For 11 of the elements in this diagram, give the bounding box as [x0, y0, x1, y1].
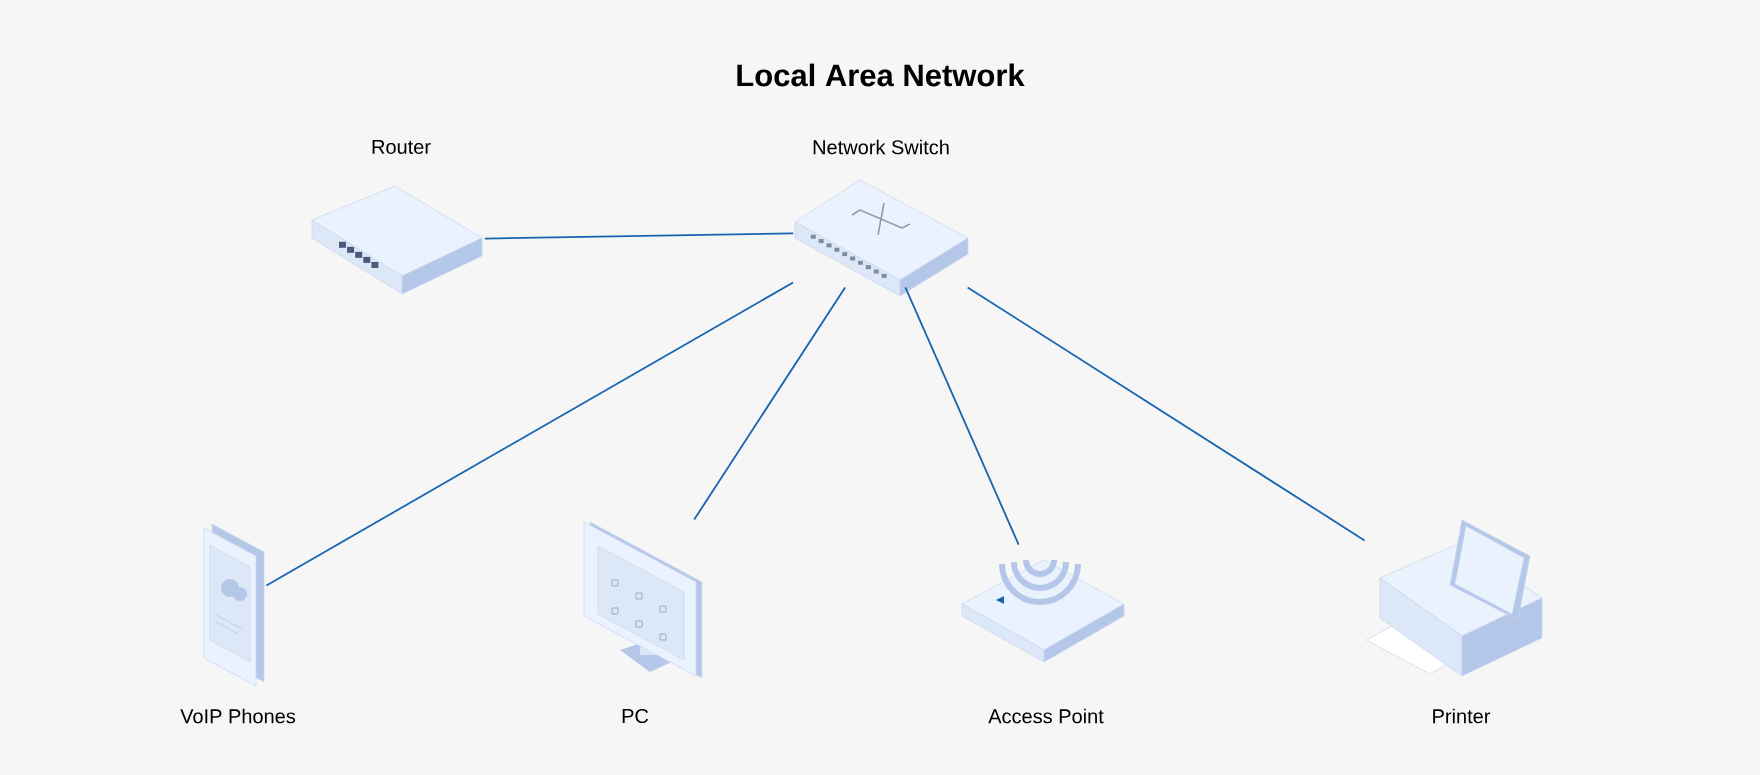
device-label: Printer: [1433, 708, 1491, 724]
connection-line: [693, 286, 846, 521]
connection-line: [484, 232, 794, 240]
device-label: VoIP Phones: [180, 708, 296, 724]
title: Local Area Network: [737, 63, 1025, 87]
connection-line: [966, 286, 1366, 542]
device-label: Router: [372, 140, 431, 154]
device-label: PC: [622, 708, 649, 724]
connection-line: [265, 281, 794, 587]
device-label: Network Switch: [813, 139, 949, 155]
device-label: Access Point: [988, 708, 1104, 724]
